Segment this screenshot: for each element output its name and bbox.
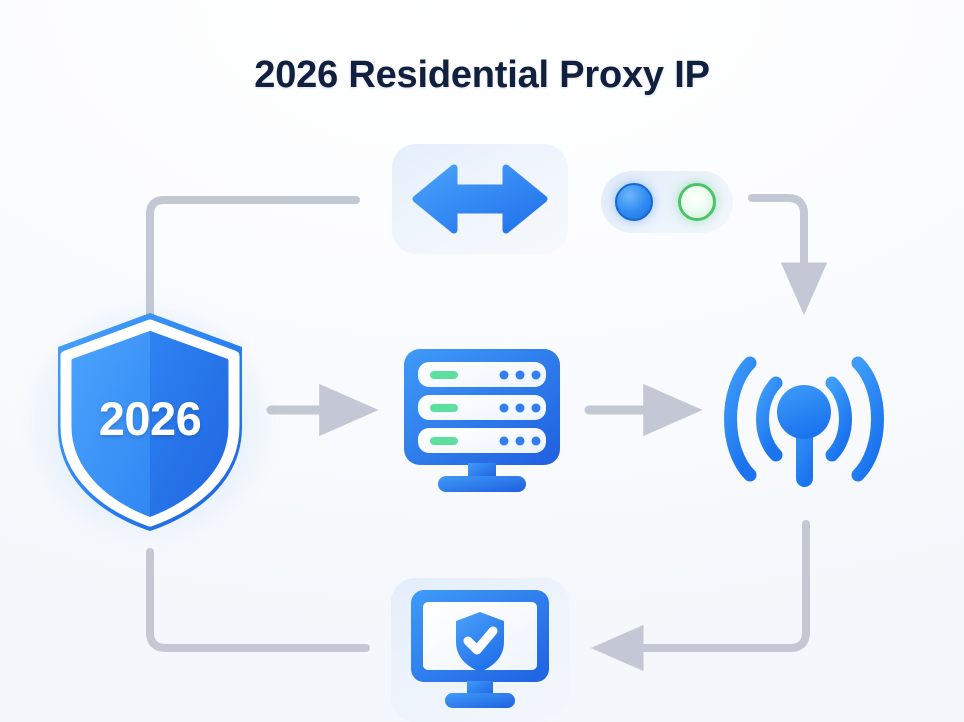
bidirectional-exchange-card[interactable] xyxy=(392,144,568,254)
connector-antenna-to-secure xyxy=(590,520,810,672)
proxy-server-node[interactable] xyxy=(396,345,568,495)
page-title: 2026 Residential Proxy IP xyxy=(254,54,710,96)
protected-device-card[interactable] xyxy=(391,578,569,722)
server-rack-icon xyxy=(404,349,560,492)
status-toggle-icon[interactable] xyxy=(601,171,733,233)
monitor-shield-check-icon xyxy=(411,590,549,708)
shield-icon xyxy=(58,313,242,531)
broadcast-node[interactable] xyxy=(716,345,892,497)
arrows-left-right-icon xyxy=(412,164,548,234)
connector-secure-to-shield xyxy=(146,548,370,652)
online-indicator-dot[interactable] xyxy=(678,183,716,221)
connector-pill-to-antenna xyxy=(748,194,828,316)
shield-node[interactable]: 2026 xyxy=(26,297,274,545)
broadcast-signal-icon xyxy=(724,356,884,487)
shield-year-label: 2026 xyxy=(98,392,202,445)
active-indicator-dot[interactable] xyxy=(615,183,653,221)
